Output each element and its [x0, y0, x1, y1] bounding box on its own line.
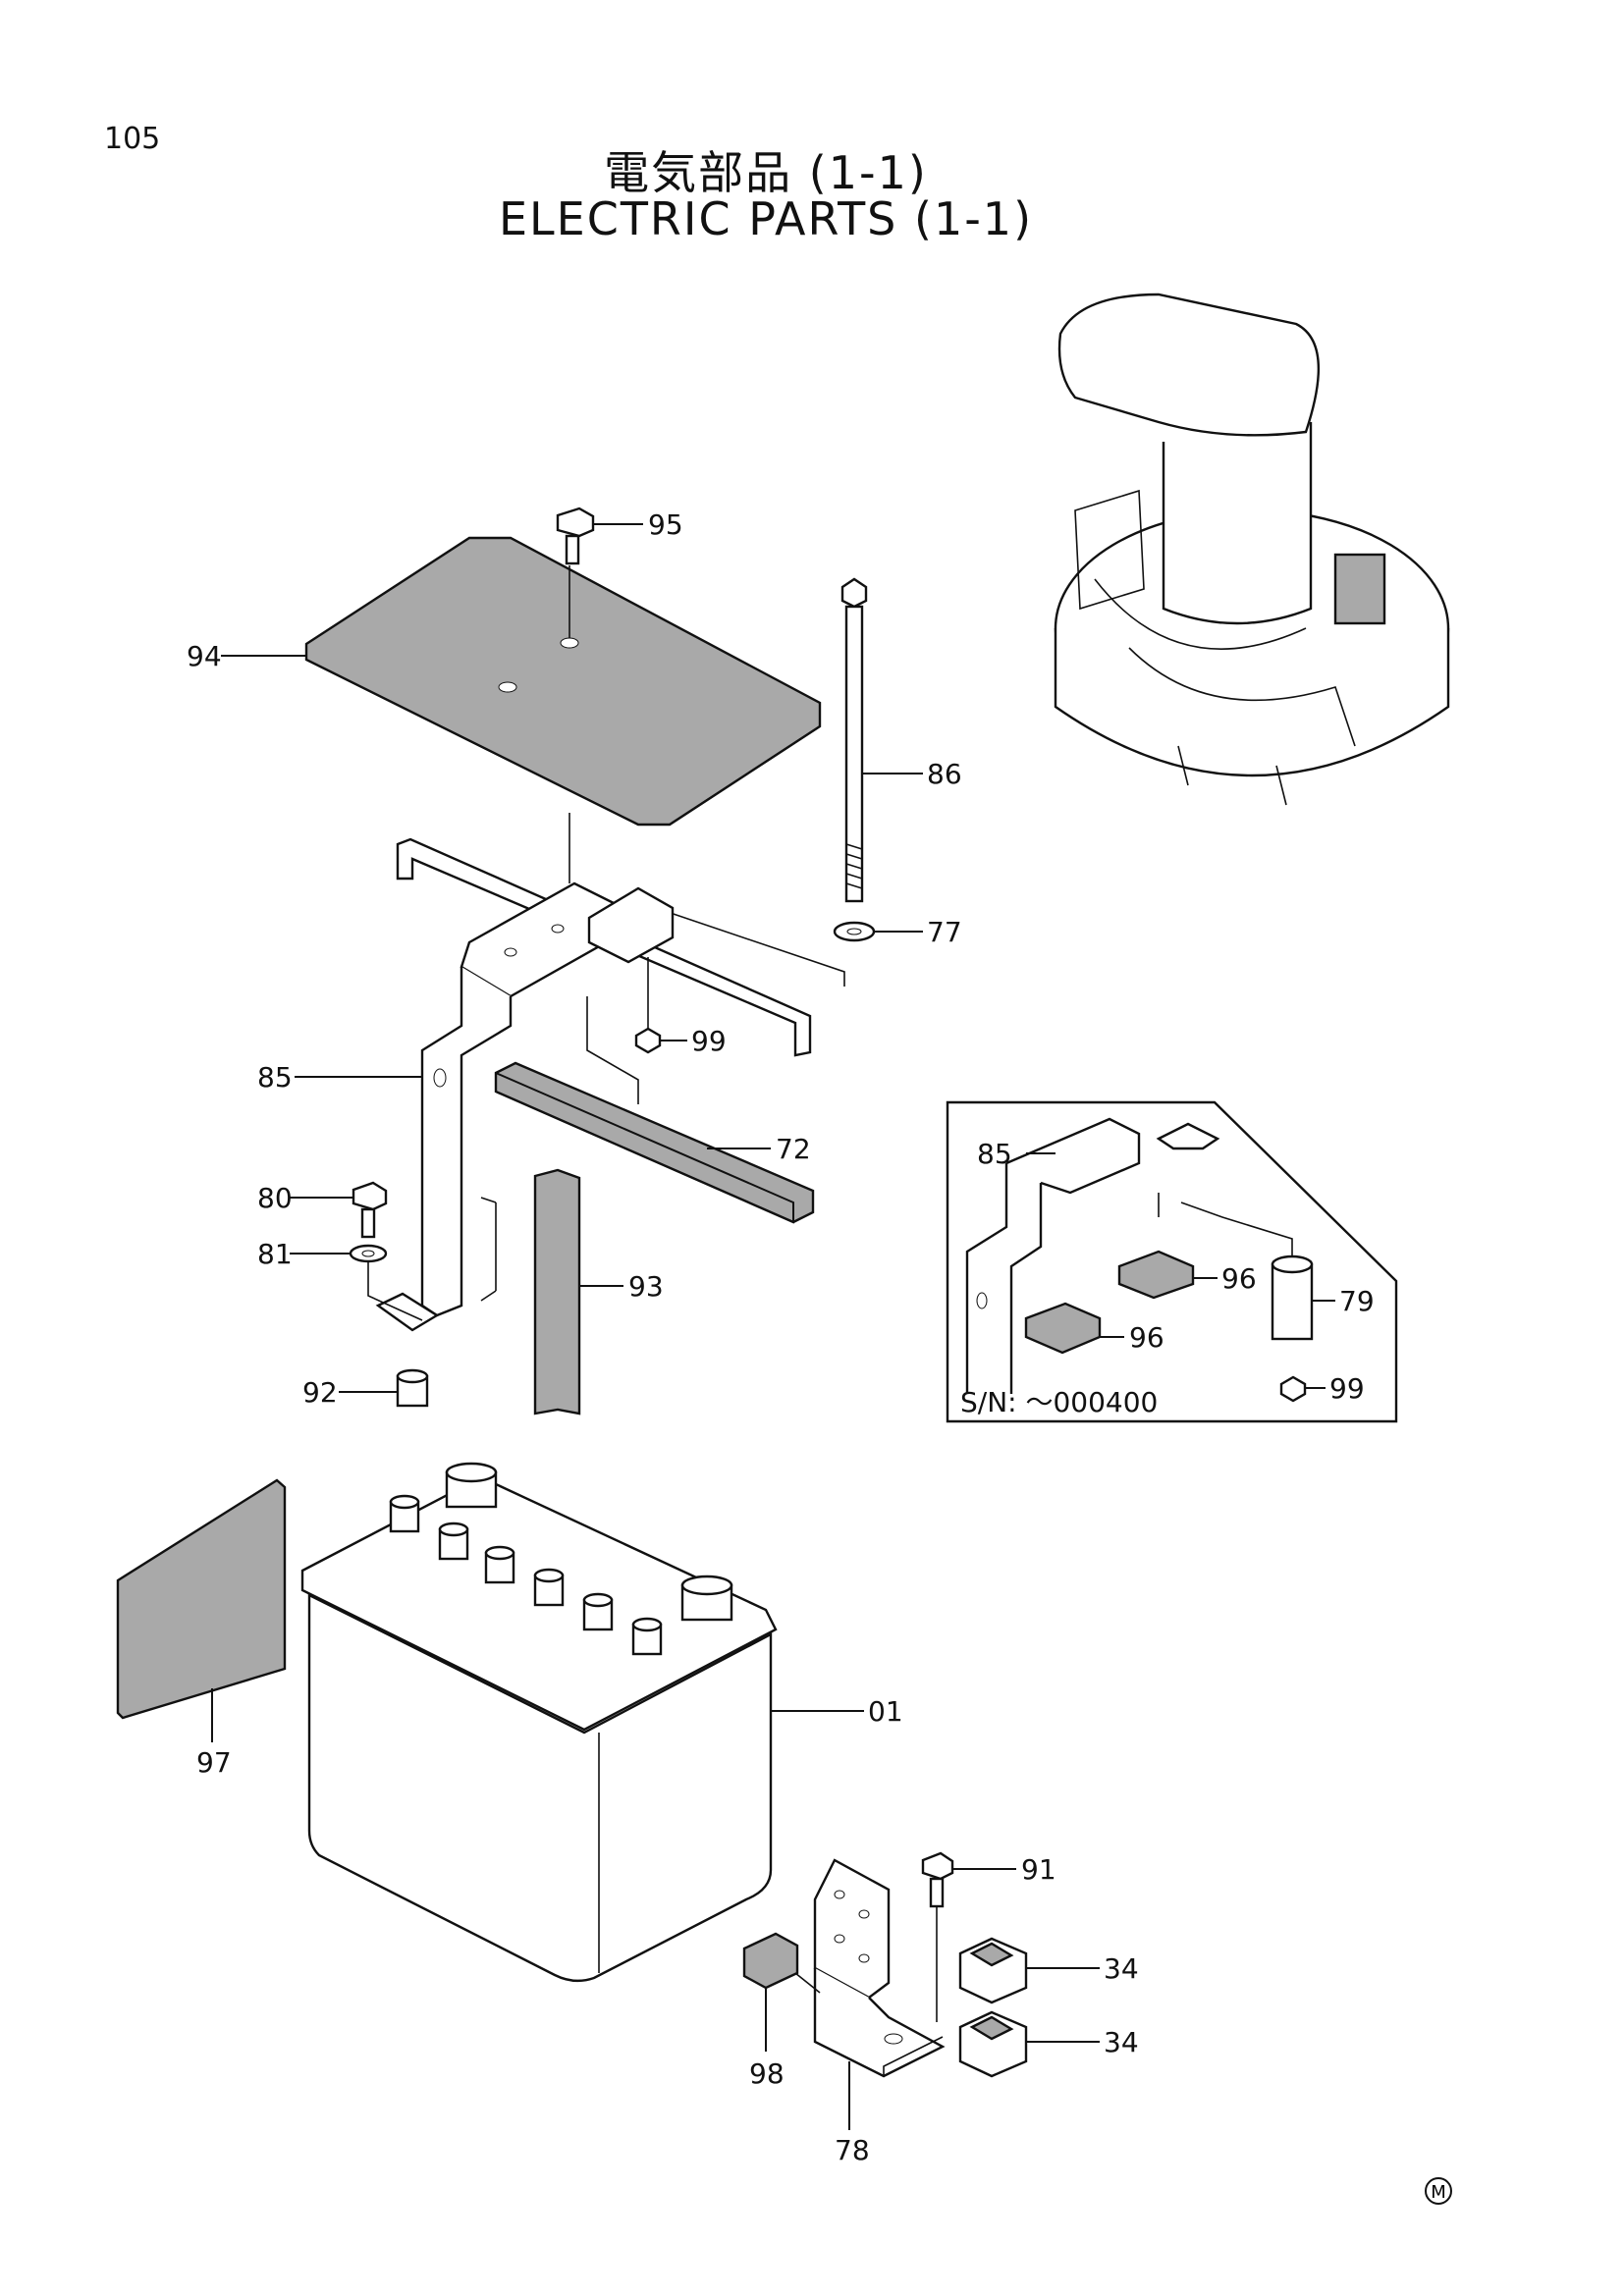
callout-91: 91 — [1021, 1853, 1056, 1886]
part-01-battery — [300, 1462, 864, 1983]
part-99-nut — [634, 957, 687, 1054]
part-80-bolt — [290, 1181, 388, 1239]
inset-callout-85: 85 — [977, 1138, 1012, 1170]
machine-overview-illustration — [1054, 293, 1450, 806]
inset-callout-99: 99 — [1329, 1372, 1365, 1405]
part-34-terminal-cover-2 — [958, 2010, 1100, 2078]
serial-inset-panel: S/N: ～000400 — [946, 1100, 1398, 1423]
callout-92: 92 — [302, 1376, 338, 1409]
callout-72: 72 — [776, 1133, 811, 1165]
page-number: 105 — [104, 122, 161, 156]
callout-01: 01 — [868, 1695, 903, 1728]
part-98-small-pad — [742, 1932, 799, 2052]
inset-callout-96-lower: 96 — [1129, 1321, 1164, 1354]
part-94-cover-plate — [221, 536, 822, 883]
part-97-side-pad — [116, 1478, 287, 1742]
part-93-pad-strip — [533, 1168, 623, 1415]
inset-callout-79: 79 — [1339, 1285, 1375, 1317]
page-title-japanese: 電気部品 (1-1) — [604, 146, 928, 199]
callout-80: 80 — [257, 1182, 293, 1214]
callout-86: 86 — [927, 758, 962, 790]
battery-cell-caps — [389, 1462, 733, 1656]
inset-callout-96-upper: 96 — [1221, 1262, 1257, 1295]
part-91-bolt — [921, 1851, 1016, 2022]
callout-95: 95 — [648, 508, 683, 541]
callout-99: 99 — [691, 1025, 727, 1057]
page-title-english: ELECTRIC PARTS (1-1) — [498, 192, 1034, 245]
callout-labels: 95 94 86 77 99 85 72 80 81 93 92 97 01 9… — [187, 508, 1375, 2166]
callout-77: 77 — [927, 916, 962, 948]
callout-97: 97 — [196, 1746, 232, 1779]
callout-85: 85 — [257, 1061, 293, 1094]
model-mark: M — [1425, 2177, 1452, 2205]
part-85-battery-bracket — [295, 837, 812, 1332]
part-81-washer — [290, 1244, 423, 1321]
callout-94: 94 — [187, 640, 222, 672]
part-78-l-bracket — [794, 1858, 946, 2130]
serial-number-note: S/N: ～000400 — [960, 1386, 1158, 1418]
callout-78: 78 — [835, 2134, 870, 2166]
callout-81: 81 — [257, 1238, 293, 1270]
callout-34-lower: 34 — [1104, 2026, 1139, 2058]
callout-34-upper: 34 — [1104, 1952, 1139, 1985]
callout-98: 98 — [749, 2057, 785, 2090]
part-92-collar — [339, 1368, 429, 1408]
part-95-bolt — [556, 507, 643, 565]
part-77-washer — [655, 907, 923, 987]
part-86-long-bolt — [840, 577, 923, 903]
part-34-terminal-cover-1 — [958, 1937, 1100, 2004]
part-72-spacer-bar — [494, 1061, 815, 1224]
callout-93: 93 — [628, 1270, 664, 1303]
model-mark-letter: M — [1431, 2182, 1446, 2203]
